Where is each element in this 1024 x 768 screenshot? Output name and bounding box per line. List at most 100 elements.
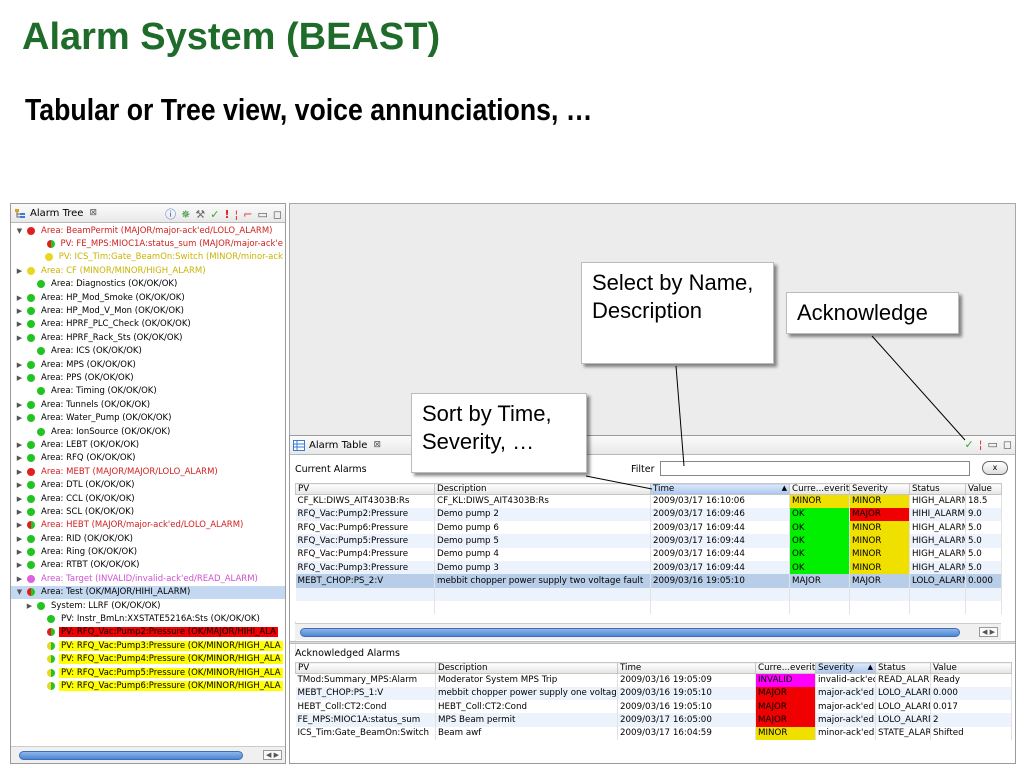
- acknowledge-icon[interactable]: ✓: [964, 438, 974, 451]
- collapsed-twisty-icon[interactable]: ▶: [16, 467, 23, 476]
- scroll-arrows-icon[interactable]: ◀ ▶: [979, 627, 998, 637]
- scrollbar-thumb[interactable]: [300, 628, 960, 637]
- collapsed-twisty-icon[interactable]: ▶: [26, 601, 33, 610]
- collapsed-twisty-icon[interactable]: ▶: [16, 507, 23, 516]
- column-header[interactable]: Curre...everity: [755, 662, 816, 674]
- tree-row[interactable]: ▶Area: CF (MINOR/MINOR/HIGH_ALARM): [11, 264, 285, 277]
- tree-row[interactable]: ▶Area: RTBT (OK/OK/OK): [11, 559, 285, 572]
- expanded-twisty-icon[interactable]: ▼: [16, 226, 23, 235]
- collapsed-twisty-icon[interactable]: ▶: [16, 293, 23, 302]
- tree-row[interactable]: ▶Area: RFQ (OK/OK/OK): [11, 452, 285, 465]
- acknowledge-icon[interactable]: ✓: [210, 207, 220, 221]
- tree-row[interactable]: ▼Area: BeamPermit (MAJOR/major-ack'ed/LO…: [11, 224, 285, 237]
- tree-row[interactable]: ▶Area: HP_Mod_V_Mon (OK/OK/OK): [11, 304, 285, 317]
- column-header[interactable]: Status: [875, 662, 931, 674]
- collapsed-twisty-icon[interactable]: ▶: [16, 561, 23, 570]
- collapsed-twisty-icon[interactable]: ▶: [16, 481, 23, 490]
- collapsed-twisty-icon[interactable]: ▶: [16, 414, 23, 423]
- tree-row[interactable]: Area: ICS (OK/OK/OK): [11, 345, 285, 358]
- tree-row[interactable]: ▶Area: MEBT (MAJOR/MAJOR/LOLO_ALARM): [11, 465, 285, 478]
- tree-row[interactable]: ▶Area: HPRF_Rack_Sts (OK/OK/OK): [11, 331, 285, 344]
- scrollbar-thumb[interactable]: [19, 751, 243, 760]
- tree-row[interactable]: PV: RFQ_Vac:Pump5:Pressure (OK/MINOR/HIG…: [11, 666, 285, 679]
- config-icon[interactable]: ✵: [181, 207, 191, 221]
- column-header[interactable]: Curre...everity: [789, 483, 850, 495]
- column-header[interactable]: Time ▲: [650, 483, 790, 495]
- close-icon[interactable]: ⊠: [89, 208, 97, 218]
- sash-divider[interactable]: [290, 641, 1015, 644]
- collapsed-twisty-icon[interactable]: ▶: [16, 320, 23, 329]
- collapsed-twisty-icon[interactable]: ▶: [16, 360, 23, 369]
- tree-row[interactable]: ▶Area: PPS (OK/OK/OK): [11, 371, 285, 384]
- column-header[interactable]: Time: [617, 662, 756, 674]
- column-header[interactable]: Severity ▲: [815, 662, 876, 674]
- clear-filter-button[interactable]: x: [982, 461, 1008, 475]
- collapsed-twisty-icon[interactable]: ▶: [16, 373, 23, 382]
- tree-row[interactable]: ▶Area: HPRF_PLC_Check (OK/OK/OK): [11, 318, 285, 331]
- collapsed-twisty-icon[interactable]: ▶: [16, 266, 23, 275]
- tree-horizontal-scrollbar[interactable]: ◀ ▶: [11, 746, 285, 763]
- collapsed-twisty-icon[interactable]: ▶: [16, 440, 23, 449]
- column-header[interactable]: Status: [909, 483, 966, 495]
- collapsed-twisty-icon[interactable]: ▶: [16, 400, 23, 409]
- tree-row[interactable]: ▶Area: LEBT (OK/OK/OK): [11, 438, 285, 451]
- tree-row[interactable]: ▼Area: Test (OK/MAJOR/HIHI_ALARM): [11, 585, 285, 599]
- tree-row[interactable]: ▶Area: SCL (OK/OK/OK): [11, 505, 285, 518]
- collapsed-twisty-icon[interactable]: ▶: [16, 548, 23, 557]
- tree-row[interactable]: ▶Area: Water_Pump (OK/OK/OK): [11, 411, 285, 424]
- collapsed-twisty-icon[interactable]: ▶: [16, 333, 23, 342]
- maximize-icon[interactable]: ◻: [1002, 438, 1012, 451]
- minimize-icon[interactable]: ▭: [257, 207, 268, 221]
- tree-row[interactable]: Area: Timing (OK/OK/OK): [11, 385, 285, 398]
- wrench-icon[interactable]: ⚒: [195, 207, 206, 221]
- alarm-icon[interactable]: !: [224, 207, 230, 221]
- tree-row[interactable]: ▶Area: RID (OK/OK/OK): [11, 532, 285, 545]
- collapsed-twisty-icon[interactable]: ▶: [16, 494, 23, 503]
- column-header[interactable]: Description: [435, 662, 618, 674]
- tree-row[interactable]: ▶Area: Tunnels (OK/OK/OK): [11, 398, 285, 411]
- column-header[interactable]: Description: [434, 483, 651, 495]
- unacknowledge-icon[interactable]: ¦: [234, 207, 239, 221]
- collapsed-twisty-icon[interactable]: ▶: [16, 454, 23, 463]
- column-header[interactable]: Value: [965, 483, 1002, 495]
- alarm-tree[interactable]: ▼Area: BeamPermit (MAJOR/major-ack'ed/LO…: [11, 224, 285, 745]
- tree-row[interactable]: ▶Area: DTL (OK/OK/OK): [11, 478, 285, 491]
- collapsed-twisty-icon[interactable]: ▶: [16, 521, 23, 530]
- tree-row[interactable]: PV: Instr_BmLn:XXSTATE5216A:Sts (OK/OK/O…: [11, 612, 285, 625]
- collapsed-twisty-icon[interactable]: ▶: [16, 574, 23, 583]
- close-icon[interactable]: ⊠: [373, 440, 382, 450]
- column-header[interactable]: PV: [295, 483, 435, 495]
- collapsed-twisty-icon[interactable]: ▶: [16, 307, 23, 316]
- tree-row[interactable]: PV: FE_MPS:MIOC1A:status_sum (MAJOR/majo…: [11, 237, 285, 250]
- column-header[interactable]: PV: [295, 662, 436, 674]
- alarm-tree-tab[interactable]: Alarm Tree ⊠ ⓘ ✵ ⚒ ✓ ! ¦ ⌐ ▭ ◻: [11, 204, 285, 223]
- expanded-twisty-icon[interactable]: ▼: [16, 588, 23, 597]
- filter-input[interactable]: [660, 461, 970, 476]
- tree-row[interactable]: ▶Area: CCL (OK/OK/OK): [11, 492, 285, 505]
- tree-row[interactable]: PV: RFQ_Vac:Pump6:Pressure (OK/MINOR/HIG…: [11, 679, 285, 692]
- tree-row[interactable]: Area: IonSource (OK/OK/OK): [11, 425, 285, 438]
- minimize-icon[interactable]: ▭: [987, 438, 998, 451]
- column-header[interactable]: Severity: [849, 483, 910, 495]
- tree-row[interactable]: ▶Area: MPS (OK/OK/OK): [11, 358, 285, 371]
- tree-row[interactable]: PV: RFQ_Vac:Pump4:Pressure (OK/MINOR/HIG…: [11, 653, 285, 666]
- tree-row[interactable]: ▶System: LLRF (OK/OK/OK): [11, 599, 285, 612]
- collapsed-twisty-icon[interactable]: ▶: [16, 534, 23, 543]
- collapse-icon[interactable]: ⌐: [243, 207, 253, 221]
- info-icon[interactable]: ⓘ: [165, 208, 177, 221]
- tree-row[interactable]: PV: RFQ_Vac:Pump3:Pressure (OK/MINOR/HIG…: [11, 639, 285, 652]
- tree-row[interactable]: ▶Area: HP_Mod_Smoke (OK/OK/OK): [11, 291, 285, 304]
